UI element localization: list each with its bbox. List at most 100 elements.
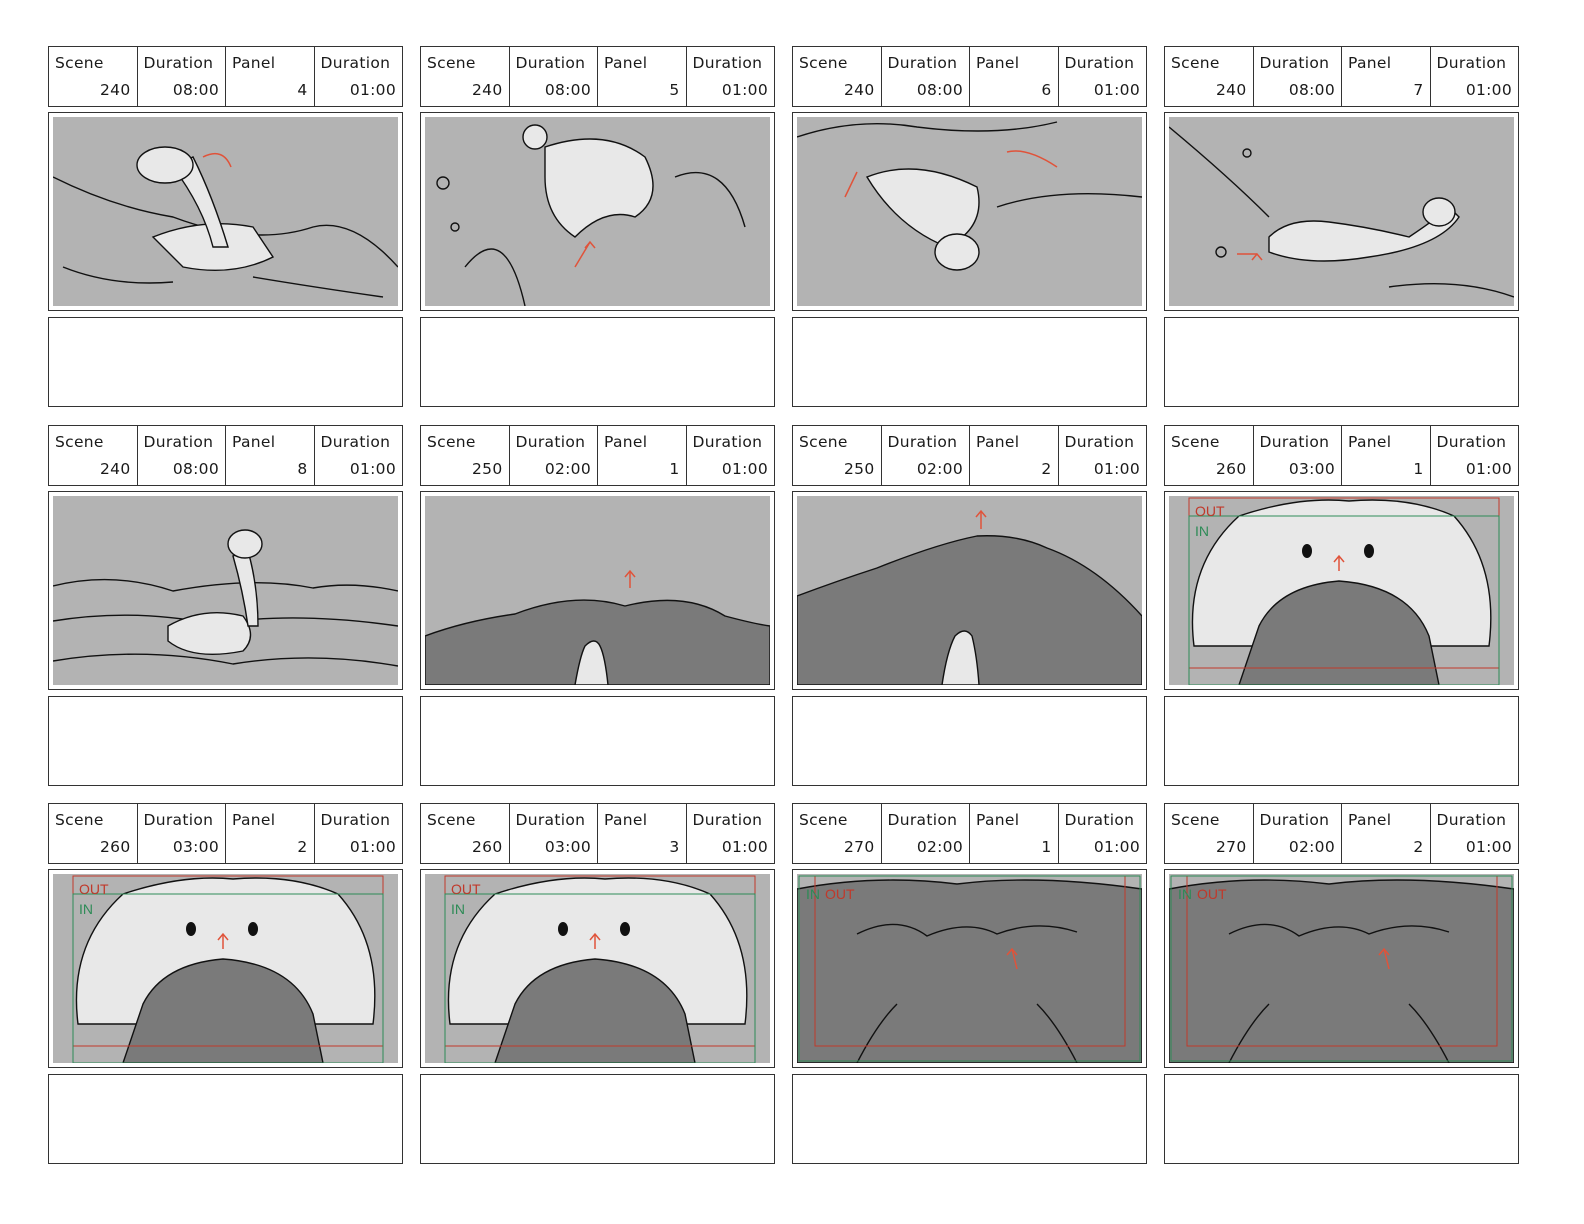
header-field: Panel 2: [1341, 804, 1430, 863]
header-field: Duration 03:00: [508, 804, 598, 863]
scene-label: Scene: [55, 811, 104, 829]
notes-box[interactable]: [420, 317, 775, 407]
notes-box[interactable]: [48, 317, 403, 407]
duration-value: 08:00: [172, 81, 219, 99]
header-field: Duration 03:00: [1252, 426, 1342, 485]
notes-box[interactable]: [420, 696, 775, 786]
scene-value: 260: [100, 838, 131, 856]
header-field: Panel 8: [225, 426, 314, 485]
out-guide-label: OUT: [451, 881, 481, 897]
panel-frame: [1164, 112, 1519, 311]
duration-label: Duration: [1259, 433, 1330, 451]
in-guide-label: IN: [451, 901, 465, 917]
notes-box[interactable]: [792, 317, 1147, 407]
duration-value: 02:00: [916, 838, 963, 856]
panel-duration-label: Duration: [1436, 811, 1507, 829]
panel-frame: [420, 112, 775, 311]
scene-label: Scene: [799, 811, 848, 829]
notes-box[interactable]: [792, 696, 1147, 786]
panel-header: Scene 260 Duration 03:00 Panel 1 Duratio…: [1164, 425, 1519, 486]
duration-label: Duration: [1259, 54, 1330, 72]
notes-box[interactable]: [48, 1074, 403, 1164]
header-field: Panel 1: [1341, 426, 1430, 485]
scene-label: Scene: [1171, 811, 1220, 829]
notes-box[interactable]: [1164, 317, 1519, 407]
header-field: Duration 01:00: [313, 47, 403, 106]
header-field: Duration 02:00: [880, 804, 970, 863]
panel-frame: OUT IN: [48, 869, 403, 1068]
header-field: Panel 1: [969, 804, 1058, 863]
panel-sketch: [53, 496, 398, 685]
header-field: Duration 08:00: [136, 47, 226, 106]
panel-duration-label: Duration: [1064, 433, 1135, 451]
panel-duration-value: 01:00: [721, 81, 768, 99]
panel-label: Panel: [232, 54, 276, 72]
scene-value: 240: [100, 81, 131, 99]
panel-sketch: OUT IN: [53, 874, 398, 1063]
notes-box[interactable]: [420, 1074, 775, 1164]
duration-value: 03:00: [544, 838, 591, 856]
header-field: Duration 01:00: [1057, 47, 1147, 106]
panel-sketch: [797, 117, 1142, 306]
panel-sketch: [797, 496, 1142, 685]
panel-header: Scene 240 Duration 08:00 Panel 7 Duratio…: [1164, 46, 1519, 107]
header-field: Duration 01:00: [1429, 47, 1519, 106]
notes-box[interactable]: [1164, 696, 1519, 786]
panel-frame: [420, 491, 775, 690]
panel-duration-value: 01:00: [1093, 81, 1140, 99]
in-guide-label: IN: [1178, 886, 1192, 902]
scene-label: Scene: [799, 54, 848, 72]
notes-box[interactable]: [792, 1074, 1147, 1164]
scene-value: 260: [472, 838, 503, 856]
header-field: Scene 250: [793, 426, 881, 485]
header-field: Panel 7: [1341, 47, 1430, 106]
panel-frame: OUT IN: [1164, 869, 1519, 1068]
scene-label: Scene: [427, 811, 476, 829]
header-field: Duration 02:00: [1252, 804, 1342, 863]
panel-label: Panel: [976, 433, 1020, 451]
panel-value: 1: [669, 460, 680, 478]
duration-label: Duration: [887, 54, 958, 72]
panel-header: Scene 240 Duration 08:00 Panel 6 Duratio…: [792, 46, 1147, 107]
panel-value: 6: [1041, 81, 1052, 99]
panel-value: 8: [297, 460, 308, 478]
panel-value: 1: [1041, 838, 1052, 856]
panel-duration-label: Duration: [1436, 433, 1507, 451]
out-guide-label: OUT: [1195, 503, 1225, 519]
scene-value: 240: [100, 460, 131, 478]
panel-frame: OUT IN: [420, 869, 775, 1068]
header-field: Scene 240: [49, 47, 137, 106]
panel-value: 2: [1413, 838, 1424, 856]
header-field: Duration 01:00: [313, 426, 403, 485]
notes-box[interactable]: [1164, 1074, 1519, 1164]
header-field: Scene 250: [421, 426, 509, 485]
panel-header: Scene 240 Duration 08:00 Panel 8 Duratio…: [48, 425, 403, 486]
panel-duration-label: Duration: [320, 433, 391, 451]
duration-value: 08:00: [544, 81, 591, 99]
header-field: Scene 240: [793, 47, 881, 106]
header-field: Duration 01:00: [1057, 426, 1147, 485]
duration-value: 08:00: [1288, 81, 1335, 99]
panel-label: Panel: [1348, 433, 1392, 451]
header-field: Panel 3: [597, 804, 686, 863]
duration-value: 02:00: [1288, 838, 1335, 856]
panel-value: 7: [1413, 81, 1424, 99]
panel-label: Panel: [232, 433, 276, 451]
scene-value: 250: [472, 460, 503, 478]
duration-label: Duration: [515, 433, 586, 451]
panel-header: Scene 260 Duration 03:00 Panel 3 Duratio…: [420, 803, 775, 864]
scene-value: 260: [1216, 460, 1247, 478]
panel-label: Panel: [1348, 54, 1392, 72]
header-field: Duration 08:00: [880, 47, 970, 106]
panel-sketch: OUT IN: [797, 874, 1142, 1063]
duration-label: Duration: [143, 811, 214, 829]
panel-duration-value: 01:00: [1093, 838, 1140, 856]
panel-header: Scene 270 Duration 02:00 Panel 2 Duratio…: [1164, 803, 1519, 864]
header-field: Panel 4: [225, 47, 314, 106]
panel-header: Scene 240 Duration 08:00 Panel 5 Duratio…: [420, 46, 775, 107]
out-guide-label: OUT: [825, 886, 855, 902]
out-guide-label: OUT: [79, 881, 109, 897]
panel-duration-value: 01:00: [1093, 460, 1140, 478]
panel-sketch: [425, 496, 770, 685]
notes-box[interactable]: [48, 696, 403, 786]
